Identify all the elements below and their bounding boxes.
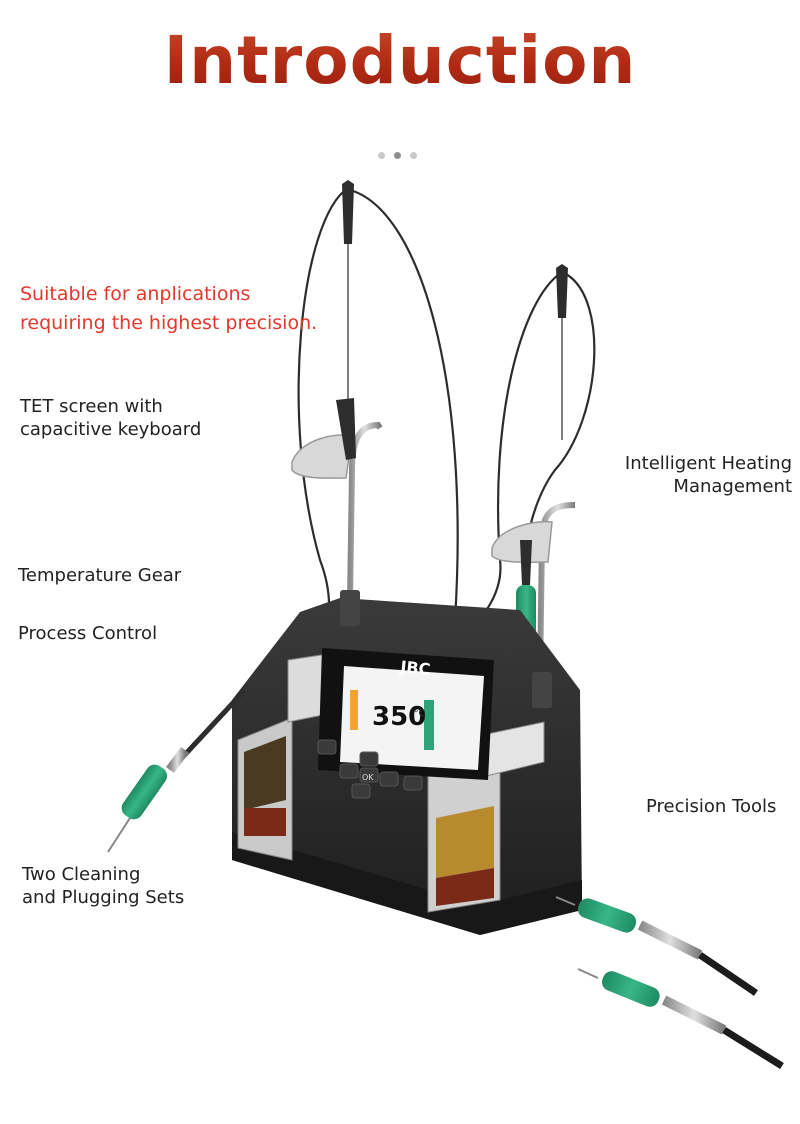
- tet-line-1: TET screen with: [20, 396, 163, 417]
- temperature-gear-label: Temperature Gear: [18, 564, 181, 587]
- cleaning-line-2: and Plugging Sets: [22, 887, 185, 908]
- carousel-dot[interactable]: [378, 152, 385, 159]
- keypad-ok-label: OK: [362, 773, 374, 782]
- heating-line-2: Management: [673, 476, 792, 497]
- tet-line-2: capacitive keyboard: [20, 419, 202, 440]
- heating-line-1: Intelligent Heating: [624, 453, 792, 474]
- temperature-gear-text: Temperature Gear: [18, 565, 182, 586]
- carousel-dot[interactable]: [410, 152, 417, 159]
- cleaning-sets-label: Two Cleaning and Plugging Sets: [22, 863, 184, 909]
- process-control-label: Process Control: [18, 622, 157, 645]
- carousel-dot-active[interactable]: [394, 152, 401, 159]
- intro-line-2: requiring the highest precision.: [20, 312, 318, 334]
- carousel-dots: [378, 152, 417, 159]
- precision-tools-text: Precision Tools: [646, 796, 777, 817]
- page-title: Introduction: [0, 22, 800, 99]
- heating-management-label: Intelligent Heating Management: [625, 452, 792, 498]
- tet-screen-label: TET screen with capacitive keyboard: [20, 395, 201, 441]
- screen-brand: JBC: [399, 657, 432, 679]
- cleaning-line-1: Two Cleaning: [22, 864, 141, 885]
- intro-line-1: Suitable for anplications: [20, 283, 251, 305]
- intro-text: Suitable for anplications requiring the …: [20, 280, 317, 338]
- process-control-text: Process Control: [18, 623, 158, 644]
- precision-tools-label: Precision Tools: [646, 795, 776, 818]
- screen-unit: °C: [414, 709, 425, 719]
- screen-temperature: 350: [372, 702, 426, 732]
